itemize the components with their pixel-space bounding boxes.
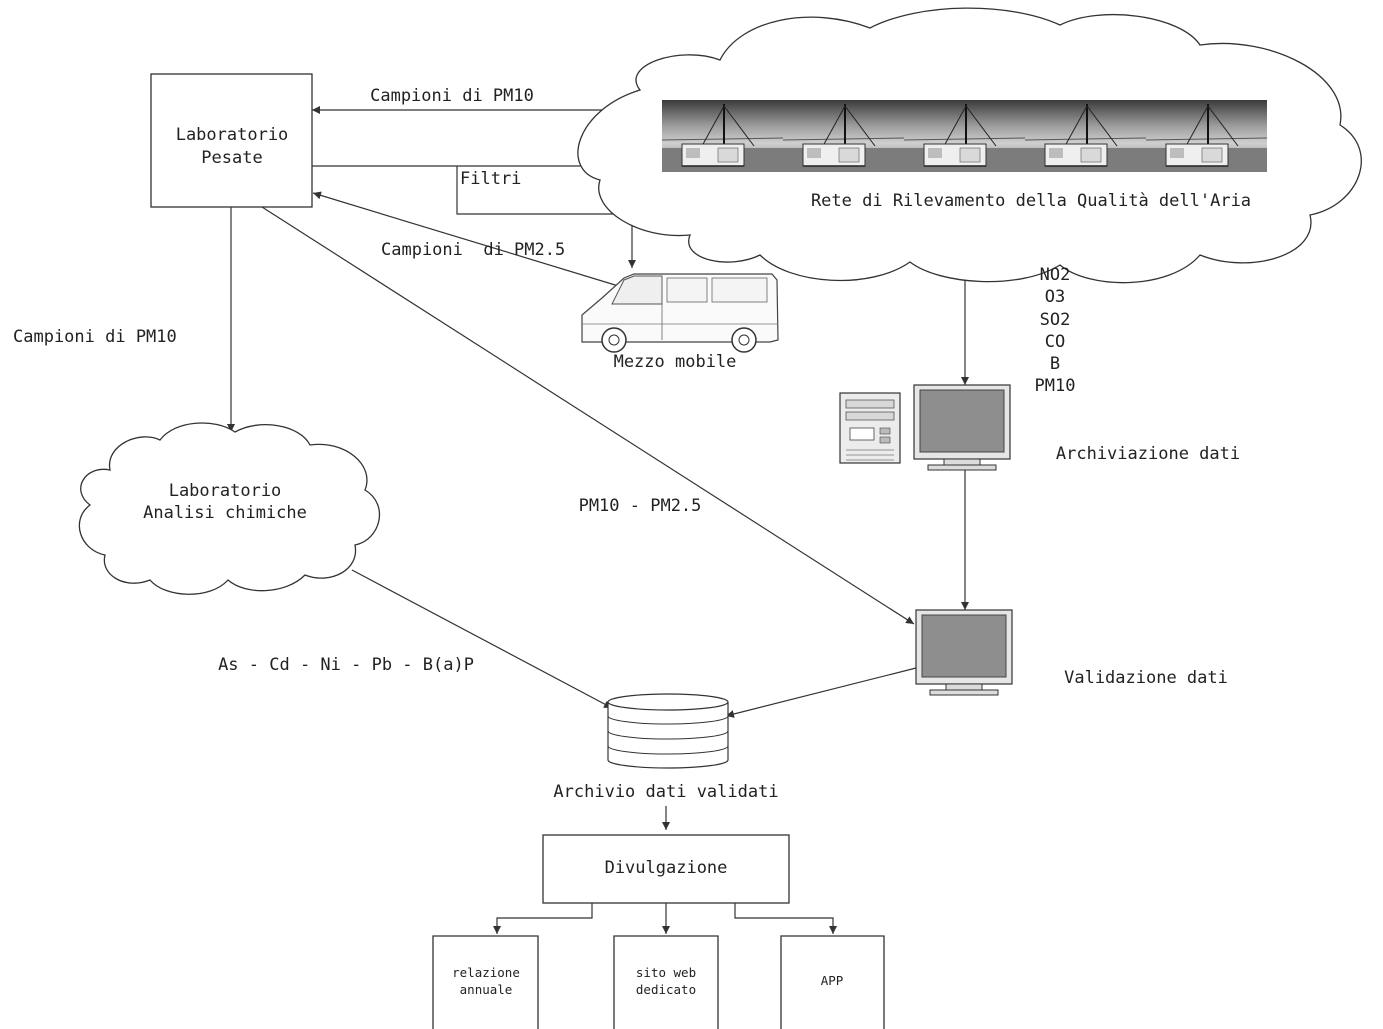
pollutant-so2: SO2 xyxy=(1040,310,1071,330)
pollutant-b: B xyxy=(1050,354,1060,374)
pollutant-co: CO xyxy=(1045,332,1065,352)
label-filtri: Filtri xyxy=(460,169,521,189)
mezzo-mobile-node: Mezzo mobile xyxy=(582,274,778,372)
relazione-line2: annuale xyxy=(460,982,513,997)
station-photos xyxy=(662,100,1267,172)
database-icon xyxy=(608,694,728,768)
archivio-label: Archivio dati validati xyxy=(553,782,778,802)
rete-cloud-node: Rete di Rilevamento della Qualità dell'A… xyxy=(578,8,1361,283)
app-label: APP xyxy=(821,973,844,988)
label-campioni-pm25: Campioni di PM2.5 xyxy=(381,240,565,260)
mezzo-mobile-label: Mezzo mobile xyxy=(614,352,737,372)
validazione-node: Validazione dati xyxy=(916,610,1228,695)
lab-analisi-line1: Laboratorio xyxy=(169,481,282,501)
pollutant-o3: O3 xyxy=(1045,287,1065,307)
lab-pesate-line2: Pesate xyxy=(201,148,262,168)
pollutants-list: NO2 O3 SO2 CO B PM10 xyxy=(1035,265,1076,396)
van-icon xyxy=(582,274,778,352)
arrow-analisi-to-archivio xyxy=(352,570,612,708)
rete-label: Rete di Rilevamento della Qualità dell'A… xyxy=(811,191,1251,211)
relazione-line1: relazione xyxy=(452,965,520,980)
validazione-label: Validazione dati xyxy=(1064,668,1228,688)
lab-analisi-line2: Analisi chimiche xyxy=(143,503,307,523)
app-node: APP xyxy=(781,936,884,1029)
divulgazione-node: Divulgazione xyxy=(543,835,789,903)
label-campioni-pm10-top: Campioni di PM10 xyxy=(370,86,534,106)
label-pm10-pm25: PM10 - PM2.5 xyxy=(579,496,702,516)
archiviazione-label: Archiviazione dati xyxy=(1056,444,1240,464)
sito-line2: dedicato xyxy=(636,982,696,997)
monitor-icon xyxy=(914,385,1010,470)
lab-analisi-node: Laboratorio Analisi chimiche xyxy=(79,423,379,594)
pollutant-pm10: PM10 xyxy=(1035,376,1076,396)
monitor-icon xyxy=(916,610,1012,695)
sito-line1: sito web xyxy=(636,965,696,980)
pollutant-no2: NO2 xyxy=(1040,265,1071,285)
archiviazione-node: Archiviazione dati xyxy=(840,385,1240,470)
label-metals: As - Cd - Ni - Pb - B(a)P xyxy=(218,655,474,675)
arrow-to-relazione xyxy=(497,903,592,934)
sito-node: sito web dedicato xyxy=(614,936,718,1029)
lab-pesate-node: Laboratorio Pesate xyxy=(151,74,312,207)
desktop-computer-icon xyxy=(840,393,900,463)
label-campioni-pm10-left: Campioni di PM10 xyxy=(13,327,177,347)
lab-pesate-line1: Laboratorio xyxy=(176,125,289,145)
arrow-validazione-to-archivio xyxy=(726,668,916,716)
divulgazione-label: Divulgazione xyxy=(605,858,728,878)
arrow-to-app xyxy=(735,903,833,934)
archivio-node: Archivio dati validati xyxy=(553,694,778,802)
relazione-node: relazione annuale xyxy=(433,936,538,1029)
